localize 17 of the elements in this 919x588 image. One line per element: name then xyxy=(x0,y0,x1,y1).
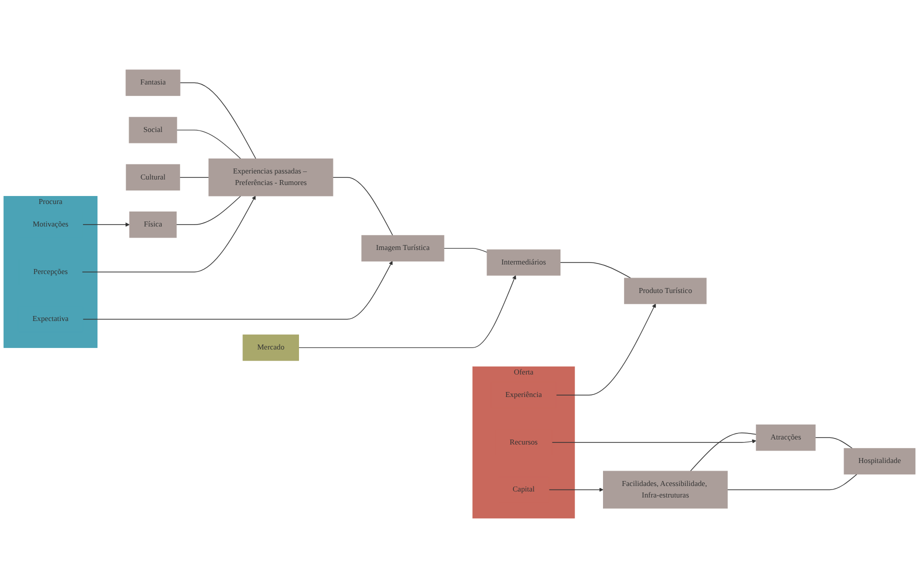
arrow xyxy=(552,439,756,444)
arrow xyxy=(82,222,130,227)
arrow xyxy=(298,275,516,348)
connector xyxy=(727,474,858,490)
connector xyxy=(176,196,242,226)
connector xyxy=(560,262,632,278)
arrow xyxy=(556,304,656,396)
connector xyxy=(690,432,756,472)
connector xyxy=(179,177,210,178)
connector xyxy=(180,82,256,160)
arrow xyxy=(82,196,256,272)
connector xyxy=(444,248,488,253)
connector xyxy=(332,177,394,236)
connector xyxy=(176,130,242,160)
arrow xyxy=(548,488,604,492)
connector xyxy=(815,437,853,449)
arrow xyxy=(82,260,393,320)
